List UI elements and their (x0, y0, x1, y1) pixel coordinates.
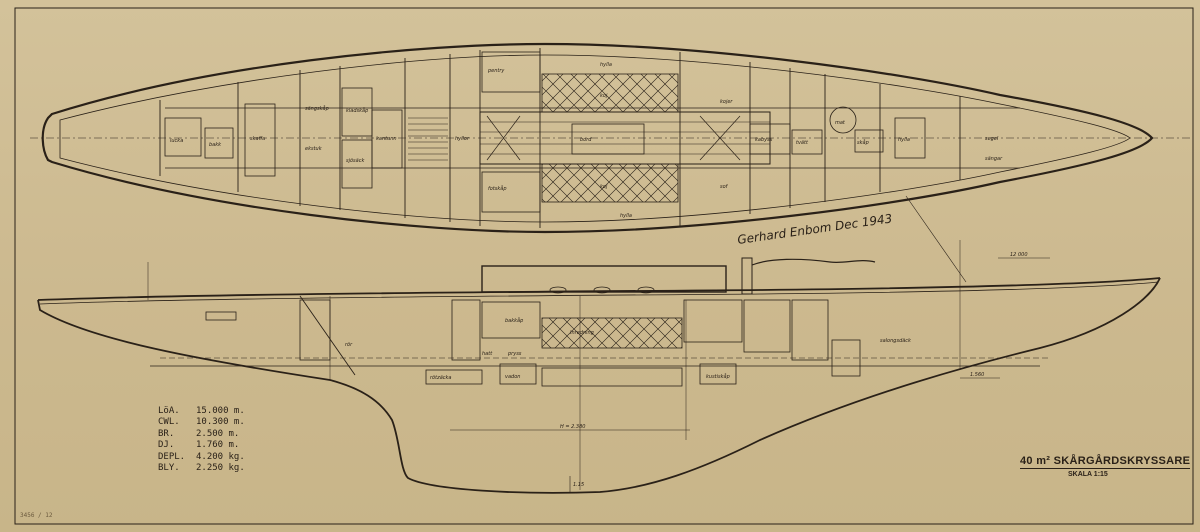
spec-row: BLY. 2.250 kg. (158, 463, 245, 474)
spec-value: 1.760 m. (196, 440, 240, 451)
spec-row: DJ. 1.760 m. (158, 440, 245, 451)
drawing-scale: SKALA 1:15 (1068, 471, 1108, 478)
svg-text:rötzäcka: rötzäcka (430, 375, 451, 381)
cabin-house (481, 265, 727, 293)
svg-text:pryss: pryss (507, 351, 522, 357)
svg-text:hylla: hylla (620, 213, 632, 219)
svg-text:skaffa: skaffa (250, 136, 265, 142)
svg-text:hylla: hylla (898, 137, 910, 143)
svg-text:kabyss: kabyss (755, 137, 773, 143)
spec-key: DEPL. (158, 451, 186, 462)
svg-text:sängar: sängar (985, 156, 1003, 162)
svg-text:salongsdäck: salongsdäck (880, 338, 912, 344)
svg-text:1.15: 1.15 (573, 482, 584, 488)
svg-text:kojer: kojer (720, 99, 733, 105)
spec-key: DJ. (158, 440, 175, 451)
svg-text:segel: segel (985, 136, 999, 142)
sheet-border (14, 7, 1194, 525)
svg-text:rör: rör (345, 342, 353, 348)
svg-text:Gerhard Enbom Dec 1943: Gerhard Enbom Dec 1943 (736, 211, 893, 247)
svg-text:1.560: 1.560 (970, 372, 984, 378)
spec-row: DEPL. 4.200 kg. (158, 452, 245, 463)
drawing-title: 40 m² SKÅRGÅRDSKRYSSARE (1020, 455, 1191, 469)
svg-text:hatt: hatt (482, 351, 493, 357)
svg-text:lucka: lucka (170, 138, 183, 144)
berth-cushion-port (541, 73, 679, 113)
spec-row: CWL. 10.300 m. (158, 417, 245, 428)
sheer-line (37, 277, 1161, 301)
spec-key: BR. (158, 428, 175, 439)
hull-profile (37, 277, 1161, 494)
spec-row: BR. 2.500 m. (158, 429, 245, 440)
svg-text:sjösäck: sjösäck (346, 158, 365, 164)
title-block: 40 m² SKÅRGÅRDSKRYSSARE SKALA 1:15 (1020, 455, 1191, 478)
svg-text:sof: sof (720, 184, 729, 190)
svg-text:mat: mat (835, 120, 846, 126)
spec-value: 10.300 m. (196, 417, 245, 428)
svg-text:12 000: 12 000 (1010, 252, 1028, 258)
svg-text:hyllor: hyllor (455, 136, 470, 142)
svg-text:fotskåp: fotskåp (488, 185, 507, 192)
svg-text:hylla: hylla (600, 62, 612, 68)
svg-text:H = 2.380: H = 2.380 (560, 424, 585, 430)
profile-view: 12 000 1.560 H = 2.380 1.15 rör bakkåp I… (37, 195, 1161, 494)
svg-text:Inredning: Inredning (570, 330, 594, 336)
svg-text:bakkåp: bakkåp (505, 317, 523, 324)
svg-text:ekstuk: ekstuk (305, 146, 323, 152)
archive-stamp: 3456 / 12 (20, 512, 53, 519)
svg-text:kantunn: kantunn (376, 136, 397, 142)
svg-text:pentry: pentry (487, 68, 505, 74)
svg-text:sängskåp: sängskåp (305, 105, 329, 112)
spec-value: 15.000 m. (196, 406, 245, 416)
profile-berth (541, 317, 683, 349)
spec-value: 4.200 kg. (196, 451, 245, 462)
svg-text:vadon: vadon (505, 374, 520, 380)
svg-text:skåp: skåp (857, 139, 869, 146)
berth-cushion-stbd (541, 163, 679, 203)
plan-view: lucka bakk skaffa sängskåp ekstuk klädsk… (30, 42, 1190, 234)
svg-text:bakk: bakk (209, 142, 222, 148)
spec-key: CWL. (158, 417, 180, 428)
mast-stub (741, 257, 753, 295)
svg-text:koj: koj (600, 93, 608, 99)
spec-value: 2.250 kg. (196, 463, 245, 474)
svg-text:klädskåp: klädskåp (346, 107, 368, 114)
spec-key: LöA. (158, 406, 180, 416)
deck-outline (41, 42, 1154, 234)
svg-text:koj: koj (600, 184, 608, 190)
spec-row: LöA. 15.000 m. (158, 406, 245, 417)
svg-text:tvätt: tvätt (796, 140, 809, 146)
spec-table: LöA.15.000 m. CWL.10.300 m. BR.2.500 m. … (158, 406, 245, 474)
svg-text:bord: bord (580, 137, 592, 143)
svg-text:kustiskåp: kustiskåp (706, 373, 730, 380)
spec-key: BLY. (158, 463, 180, 474)
spec-value: 2.500 m. (196, 428, 240, 439)
